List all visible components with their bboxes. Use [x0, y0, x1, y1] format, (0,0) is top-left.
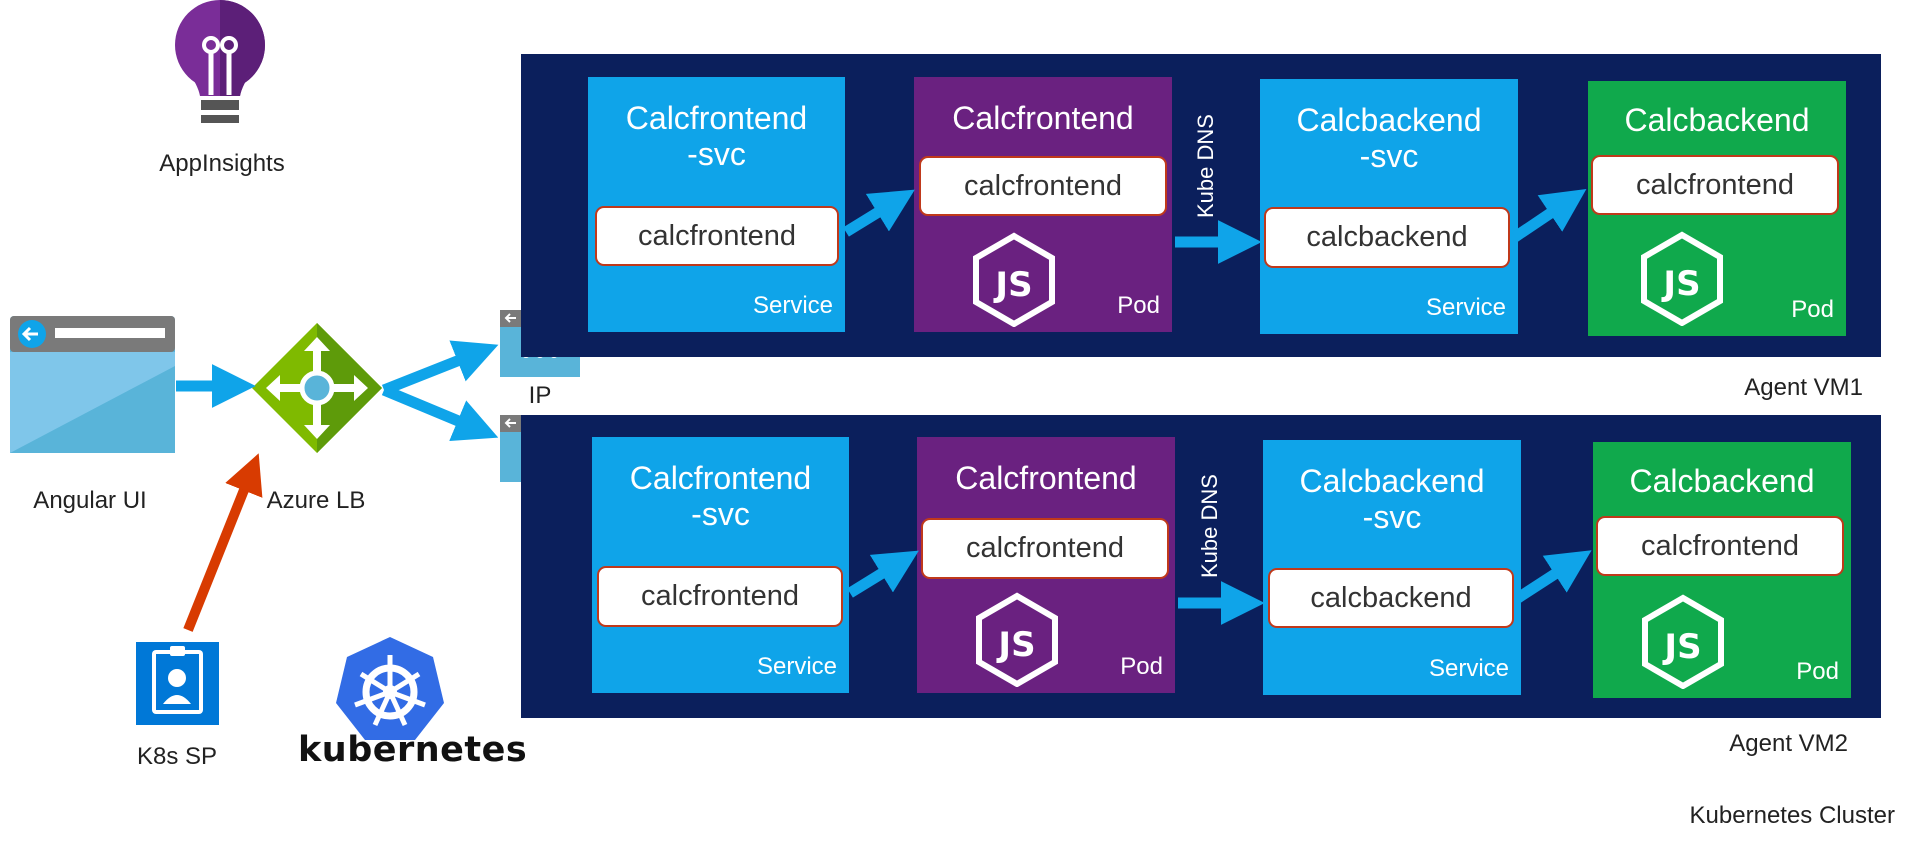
vm2-backend-service: Calcbackend -svc calcbackend Service [1263, 440, 1521, 695]
load-balancer-icon [252, 323, 382, 453]
pod-title: Calcfrontend [952, 100, 1134, 136]
vm2-frontend-service: Calcfrontend -svc calcfrontend Service [592, 437, 849, 693]
service-kind: Service [752, 292, 833, 319]
pod-title: Calcbackend [1624, 102, 1810, 138]
browser-window-icon [10, 316, 175, 453]
appinsights-label: AppInsights [159, 150, 285, 177]
kubernetes-cluster-label: Kubernetes Cluster [1689, 802, 1895, 829]
service-title: Calcbackend [1299, 463, 1485, 499]
vm1-frontend-pod: Calcfrontend calcfrontend JS Pod [914, 77, 1172, 332]
container-name: calcfrontend [921, 518, 1169, 579]
nodejs-icon: JS [1641, 231, 1723, 326]
arrow-lb-to-ip2 [381, 384, 499, 441]
vm1-backend-pod: Calcbackend calcfrontend JS Pod [1588, 81, 1846, 336]
container-name: calcfrontend [1591, 155, 1839, 215]
service-kind: Service [1425, 294, 1506, 321]
kubernetes-helm-icon [336, 637, 444, 740]
service-title-suffix: -svc [687, 136, 746, 172]
pod-title: Calcbackend [1629, 463, 1815, 499]
container-name: calcfrontend [1596, 516, 1844, 576]
vm2-frontend-pod: Calcfrontend calcfrontend JS Pod [917, 437, 1175, 693]
pod-kind: Pod [1120, 653, 1163, 680]
kubernetes-wordmark: kubernetes [298, 730, 528, 770]
arrow-sp-to-lb [183, 453, 263, 632]
agent-vm2-label: Agent VM2 [1729, 730, 1848, 757]
ip-label: IP [528, 382, 552, 409]
service-title: Calcbackend [1296, 102, 1482, 138]
lightbulb-icon [175, 0, 266, 123]
arrow-lb-to-ip1 [381, 340, 499, 396]
vm2-backend-pod: Calcbackend calcfrontend JS Pod [1593, 442, 1851, 698]
service-selector: calcbackend [1264, 207, 1510, 268]
service-title: Calcfrontend [629, 460, 812, 496]
vm1-backend-service: Calcbackend -svc calcbackend Service [1260, 79, 1518, 334]
service-selector: calcfrontend [595, 206, 839, 266]
svg-text:JS: JS [1661, 264, 1700, 304]
angular-ui-label: Angular UI [33, 487, 147, 514]
service-title-suffix: -svc [691, 496, 750, 532]
service-selector: calcfrontend [597, 566, 843, 627]
service-title-suffix: -svc [1359, 138, 1419, 174]
service-title: Calcfrontend [625, 100, 808, 136]
service-title-suffix: -svc [1362, 499, 1422, 535]
container-name: calcfrontend [919, 156, 1167, 216]
vm1-frontend-service: Calcfrontend -svc calcfrontend Service [588, 77, 845, 332]
pod-kind: Pod [1791, 296, 1834, 323]
service-kind: Service [756, 653, 837, 680]
k8s-sp-label: K8s SP [136, 743, 218, 770]
nodejs-icon: JS [973, 232, 1055, 327]
pod-kind: Pod [1796, 658, 1839, 685]
service-selector: calcbackend [1268, 568, 1514, 628]
pod-title: Calcfrontend [955, 460, 1137, 496]
service-kind: Service [1428, 655, 1509, 682]
nodejs-icon: JS [1642, 594, 1724, 689]
kube-dns-label: Kube DNS [1197, 474, 1222, 578]
kube-dns-label: Kube DNS [1193, 114, 1218, 218]
nodejs-icon: JS [976, 592, 1058, 687]
svg-text:JS: JS [996, 625, 1035, 665]
agent-vm1-label: Agent VM1 [1744, 374, 1863, 401]
pod-kind: Pod [1117, 292, 1160, 319]
svg-text:JS: JS [993, 265, 1032, 305]
service-principal-badge-icon [136, 642, 219, 725]
azure-lb-label: Azure LB [266, 487, 366, 514]
svg-text:JS: JS [1662, 627, 1701, 667]
